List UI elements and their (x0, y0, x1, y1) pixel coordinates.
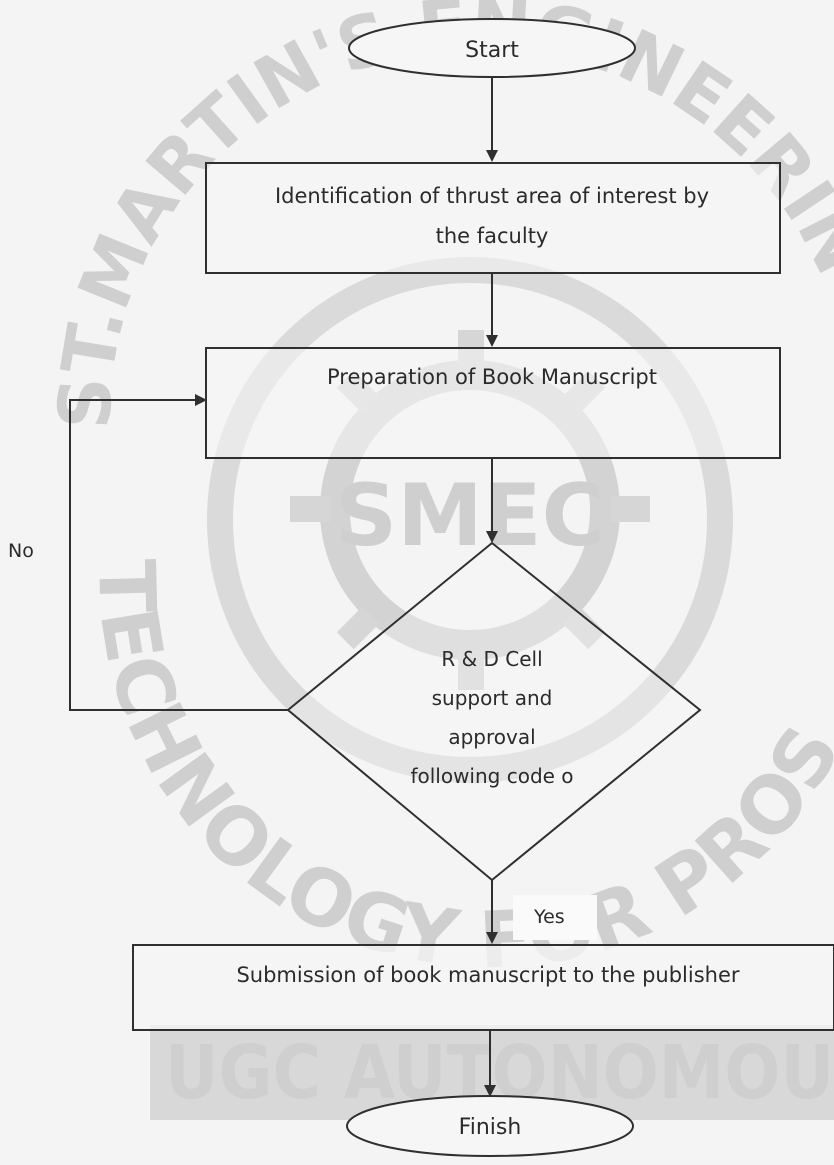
start-label: Start (465, 38, 519, 63)
preparation-box (205, 347, 781, 459)
decision-diamond (286, 541, 702, 882)
identification-label-line2: the faculty (436, 224, 549, 248)
finish-terminal (346, 1095, 634, 1157)
arrow-no-loop (69, 394, 288, 711)
decision-label-line1: R & D Cell (441, 647, 542, 671)
yes-edge-label: Yes (533, 906, 565, 928)
decision-label-line3: approval (448, 725, 535, 749)
yes-label-backing (513, 895, 597, 940)
identification-label-line1: Identification of thrust area of interes… (275, 184, 709, 208)
identification-box (205, 162, 781, 274)
start-terminal (348, 18, 636, 78)
no-edge-label: No (8, 540, 34, 562)
decision-label-line2: support and (432, 686, 553, 710)
submission-label: Submission of book manuscript to the pub… (236, 963, 739, 987)
submission-box (132, 944, 834, 1031)
finish-label: Finish (459, 1115, 522, 1140)
decision-label-line4: following code o (410, 764, 573, 788)
watermark-logo-text: SMEC (335, 466, 604, 566)
connectors (69, 77, 498, 1097)
preparation-label: Preparation of Book Manuscript (327, 365, 657, 389)
